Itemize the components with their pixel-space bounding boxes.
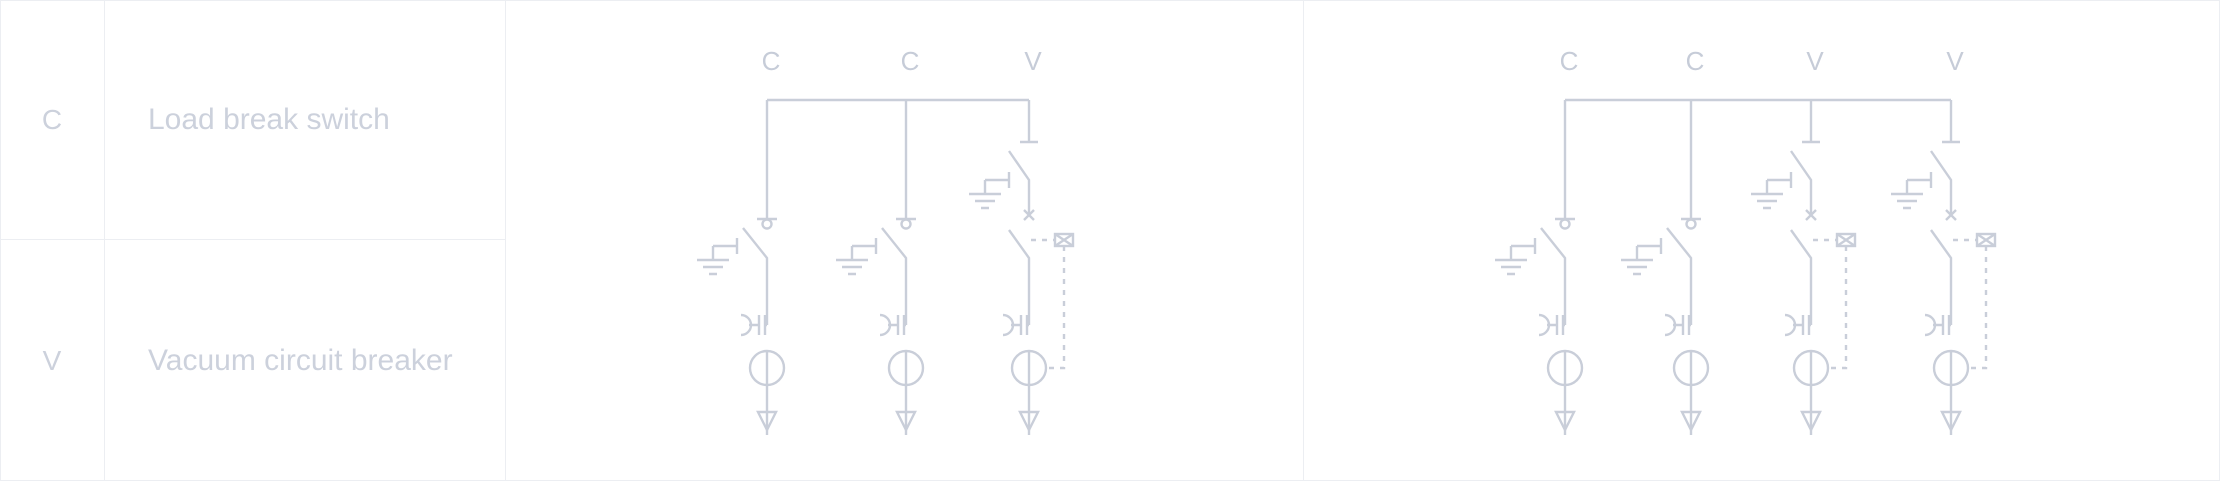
row-divider — [0, 239, 505, 240]
column-divider — [505, 0, 506, 481]
load-break-switch — [742, 227, 769, 325]
breaker-blade — [1008, 229, 1031, 325]
ground-icon — [1621, 258, 1653, 276]
disconnector-blade — [1008, 150, 1031, 215]
feeder-label: V — [1024, 46, 1042, 76]
capacitor-icon — [1933, 315, 1951, 335]
feeder-label: C — [762, 46, 781, 76]
capacitor-icon — [749, 315, 767, 335]
feeder-label: C — [1686, 46, 1705, 76]
cross-mark — [1023, 209, 1035, 221]
breaker-blade — [1930, 229, 1953, 325]
ground-icon — [1495, 258, 1527, 276]
cross-mark — [1945, 209, 1957, 221]
control-link — [1829, 246, 1848, 370]
feeder: V — [969, 46, 1075, 435]
capacitor-icon — [1673, 315, 1691, 335]
ground-icon — [1891, 192, 1923, 210]
column-divider — [104, 0, 105, 481]
capacitor-icon — [888, 315, 906, 335]
feeder: C — [1495, 46, 1584, 435]
switch-pivot — [1685, 218, 1697, 230]
capacitor-icon — [1547, 315, 1565, 335]
legend-description: Load break switch — [148, 102, 390, 136]
switch-pivot — [900, 218, 912, 230]
feeder-label: V — [1806, 46, 1824, 76]
relay-box-cross — [1836, 233, 1856, 247]
switch-pivot — [1559, 218, 1571, 230]
disconnector-blade — [1790, 150, 1813, 215]
control-link — [1047, 246, 1066, 370]
ground-icon — [836, 258, 868, 276]
relay-box-cross — [1976, 233, 1996, 247]
switch-pivot — [761, 218, 773, 230]
legend-code: C — [41, 103, 63, 135]
legend-code: V — [42, 344, 62, 376]
cross-mark — [1805, 209, 1817, 221]
load-break-switch — [1540, 227, 1567, 325]
disconnector-blade — [1930, 150, 1953, 215]
feeder-label: C — [901, 46, 920, 76]
control-link — [1969, 246, 1988, 370]
feeder: C — [697, 46, 786, 435]
ground-icon — [1751, 192, 1783, 210]
capacitor-icon — [1011, 315, 1029, 335]
feeder: C — [836, 46, 925, 435]
feeder-label: C — [1560, 46, 1579, 76]
load-break-switch — [1666, 227, 1693, 325]
legend-description: Vacuum circuit breaker — [148, 343, 453, 377]
capacitor-icon — [1793, 315, 1811, 335]
column-divider — [1303, 0, 1304, 481]
breaker-blade — [1790, 229, 1813, 325]
ground-icon — [697, 258, 729, 276]
load-break-switch — [881, 227, 908, 325]
relay-box-cross — [1054, 233, 1074, 247]
ground-icon — [969, 192, 1001, 210]
feeder-label: V — [1946, 46, 1964, 76]
feeder: C — [1621, 46, 1710, 435]
feeder: V — [1751, 46, 1857, 435]
feeder: V — [1891, 46, 1997, 435]
